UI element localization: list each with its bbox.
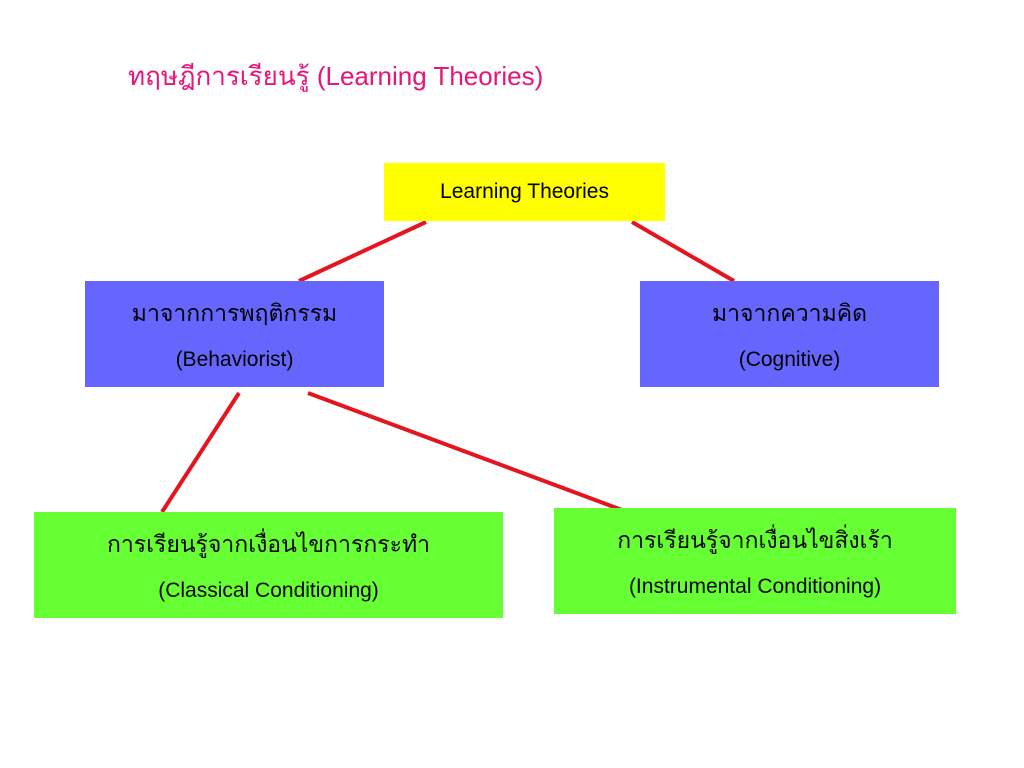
connector-root-behaviorist xyxy=(298,220,427,283)
node-classical-english: (Classical Conditioning) xyxy=(158,579,379,602)
node-cognitive-english: (Cognitive) xyxy=(738,348,841,371)
node-instrumental-english: (Instrumental Conditioning) xyxy=(628,575,882,598)
node-instrumental-conditioning: การเรียนรู้จากเงื่อนไขสิ่งเร้า (Instrume… xyxy=(554,508,956,614)
node-cognitive-thai: มาจากความคิด xyxy=(711,300,868,326)
connector-behaviorist-instrumental xyxy=(307,391,623,512)
node-behaviorist-english: (Behaviorist) xyxy=(175,348,294,371)
node-behaviorist-thai: มาจากการพฤติกรรม xyxy=(131,300,338,326)
node-behaviorist: มาจากการพฤติกรรม (Behaviorist) xyxy=(85,281,384,387)
connector-behaviorist-classical xyxy=(160,391,241,514)
node-cognitive: มาจากความคิด (Cognitive) xyxy=(640,281,939,387)
node-classical-thai: การเรียนรู้จากเงื่อนไขการกระทำ xyxy=(106,531,431,557)
node-classical-conditioning: การเรียนรู้จากเงื่อนไขการกระทำ (Classica… xyxy=(34,512,503,618)
connector-root-cognitive xyxy=(630,220,736,283)
node-learning-theories: Learning Theories xyxy=(384,163,665,221)
node-root-label: Learning Theories xyxy=(440,180,609,203)
page-title: ทฤษฎีการเรียนรู้ (Learning Theories) xyxy=(128,56,543,97)
title-english: (Learning Theories) xyxy=(316,61,544,91)
node-instrumental-thai: การเรียนรู้จากเงื่อนไขสิ่งเร้า xyxy=(617,527,893,553)
title-thai: ทฤษฎีการเรียนรู้ xyxy=(128,61,310,91)
